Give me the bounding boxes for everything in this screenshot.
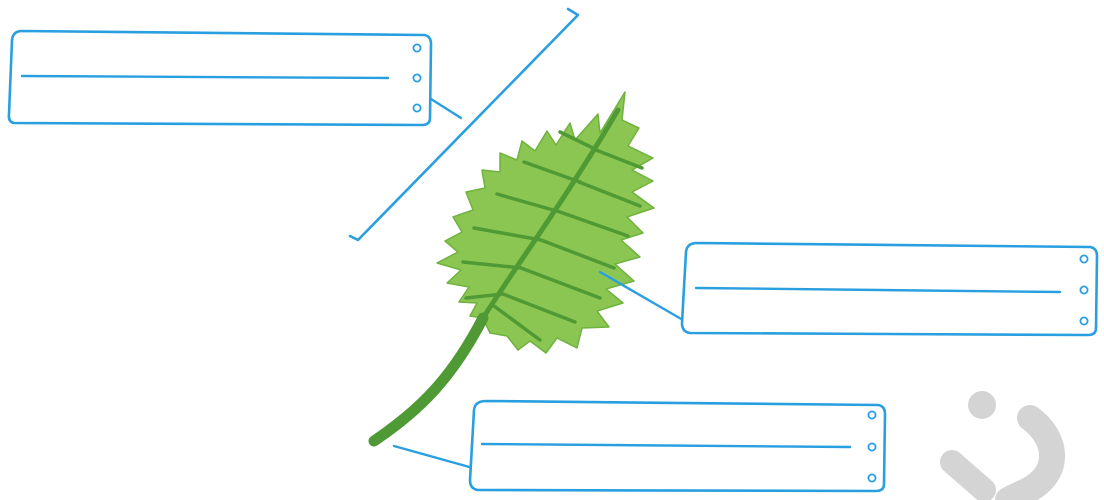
label-box-stalk[interactable] [470,401,885,491]
leader-line-stalk [394,446,473,468]
label-box-blade[interactable] [9,31,431,125]
leaf-illustration [374,92,654,441]
label-box-vein[interactable] [682,243,1097,335]
leaf-stem [374,318,483,441]
logo-mark-icon [952,391,1052,500]
leader-line-blade [431,99,461,118]
